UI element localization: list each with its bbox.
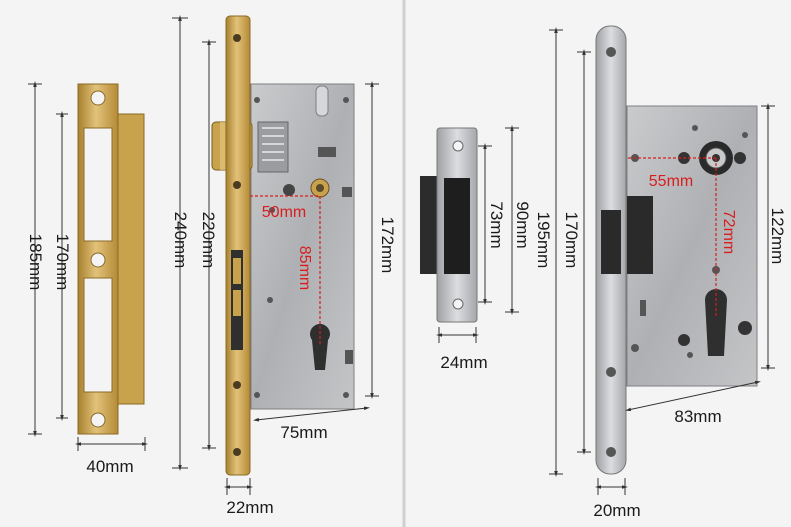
left-dimension-lines: [28, 15, 379, 495]
left-backset-label: 50mm: [262, 204, 306, 221]
right-strike-height-inner-label: 73mm: [487, 201, 506, 248]
left-faceplate: [225, 15, 251, 476]
right-faceplate-length-label: 195mm: [534, 212, 553, 269]
right-backset-label: 55mm: [649, 173, 693, 190]
right-strike-width-label: 24mm: [440, 353, 487, 372]
right-faceplate-hole-spacing-label: 170mm: [562, 212, 581, 269]
left-faceplate-hole-spacing-label: 220mm: [199, 212, 218, 269]
left-body-height-label: 172mm: [378, 217, 397, 274]
right-lock-case: [626, 105, 758, 387]
right-body-depth-label: 83mm: [674, 407, 721, 426]
left-strike-width-label: 40mm: [86, 457, 133, 476]
right-red-dimension-lines: [628, 157, 717, 318]
right-center-distance-label: 72mm: [720, 210, 737, 254]
right-faceplate: [595, 25, 627, 475]
left-center-distance-label: 85mm: [296, 246, 313, 290]
right-body-height-label: 122mm: [768, 208, 787, 265]
left-body-depth-label: 75mm: [280, 423, 327, 442]
left-faceplate-width-label: 22mm: [226, 498, 273, 517]
left-strike-height-outer-label: 185mm: [26, 234, 45, 291]
left-red-dimension-lines: [250, 195, 321, 345]
left-faceplate-length-label: 240mm: [171, 212, 190, 269]
left-strike-plate: [77, 83, 145, 435]
right-faceplate-width-label: 20mm: [593, 501, 640, 520]
right-strike-plate: [420, 127, 478, 323]
right-strike-height-outer-label: 90mm: [513, 201, 532, 248]
left-lock-case: [250, 83, 355, 410]
right-dimension-lines: [436, 27, 775, 495]
left-strike-height-inner-label: 170mm: [53, 234, 72, 291]
